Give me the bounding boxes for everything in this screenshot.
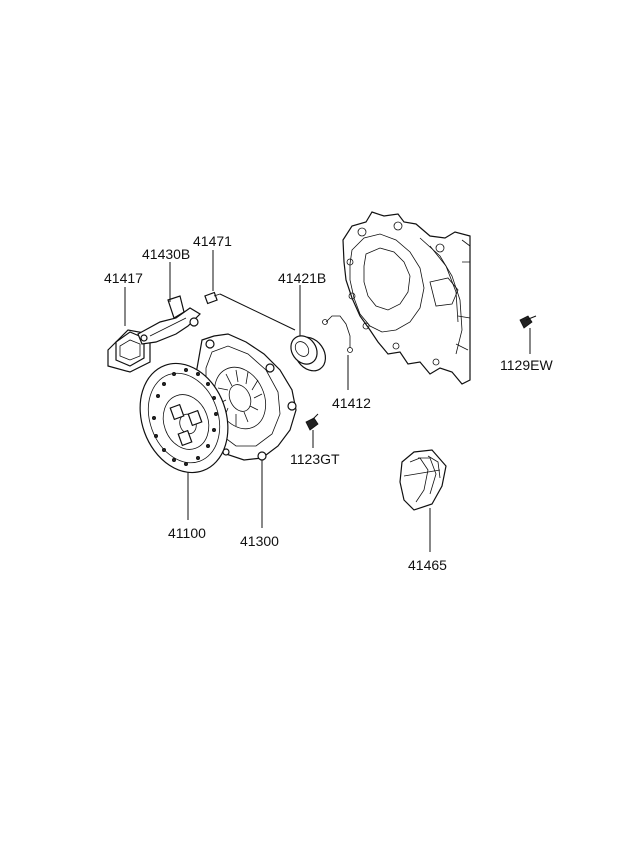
label-41412: 41412 bbox=[332, 395, 371, 411]
part-41430b-drawing bbox=[137, 295, 201, 345]
part-41465-drawing bbox=[399, 449, 447, 511]
label-41421b: 41421B bbox=[278, 270, 326, 286]
label-41417: 41417 bbox=[104, 270, 143, 286]
label-41471: 41471 bbox=[193, 233, 232, 249]
label-41100: 41100 bbox=[168, 525, 206, 541]
part-41412-drawing bbox=[322, 315, 353, 353]
label-41300: 41300 bbox=[240, 533, 279, 549]
label-1129ew: 1129EW bbox=[500, 357, 553, 373]
part-41417-drawing bbox=[107, 329, 151, 373]
label-41465: 41465 bbox=[408, 557, 447, 573]
transmission-housing-drawing bbox=[342, 211, 471, 385]
part-41100-drawing bbox=[139, 362, 229, 474]
label-1123gt: 1123GT bbox=[290, 451, 340, 467]
part-41471-drawing bbox=[204, 291, 221, 305]
label-41430b: 41430B bbox=[142, 246, 190, 262]
part-41421b-drawing bbox=[290, 335, 327, 372]
part-1123gt-drawing bbox=[305, 413, 319, 431]
part-1129ew-drawing bbox=[519, 315, 537, 329]
